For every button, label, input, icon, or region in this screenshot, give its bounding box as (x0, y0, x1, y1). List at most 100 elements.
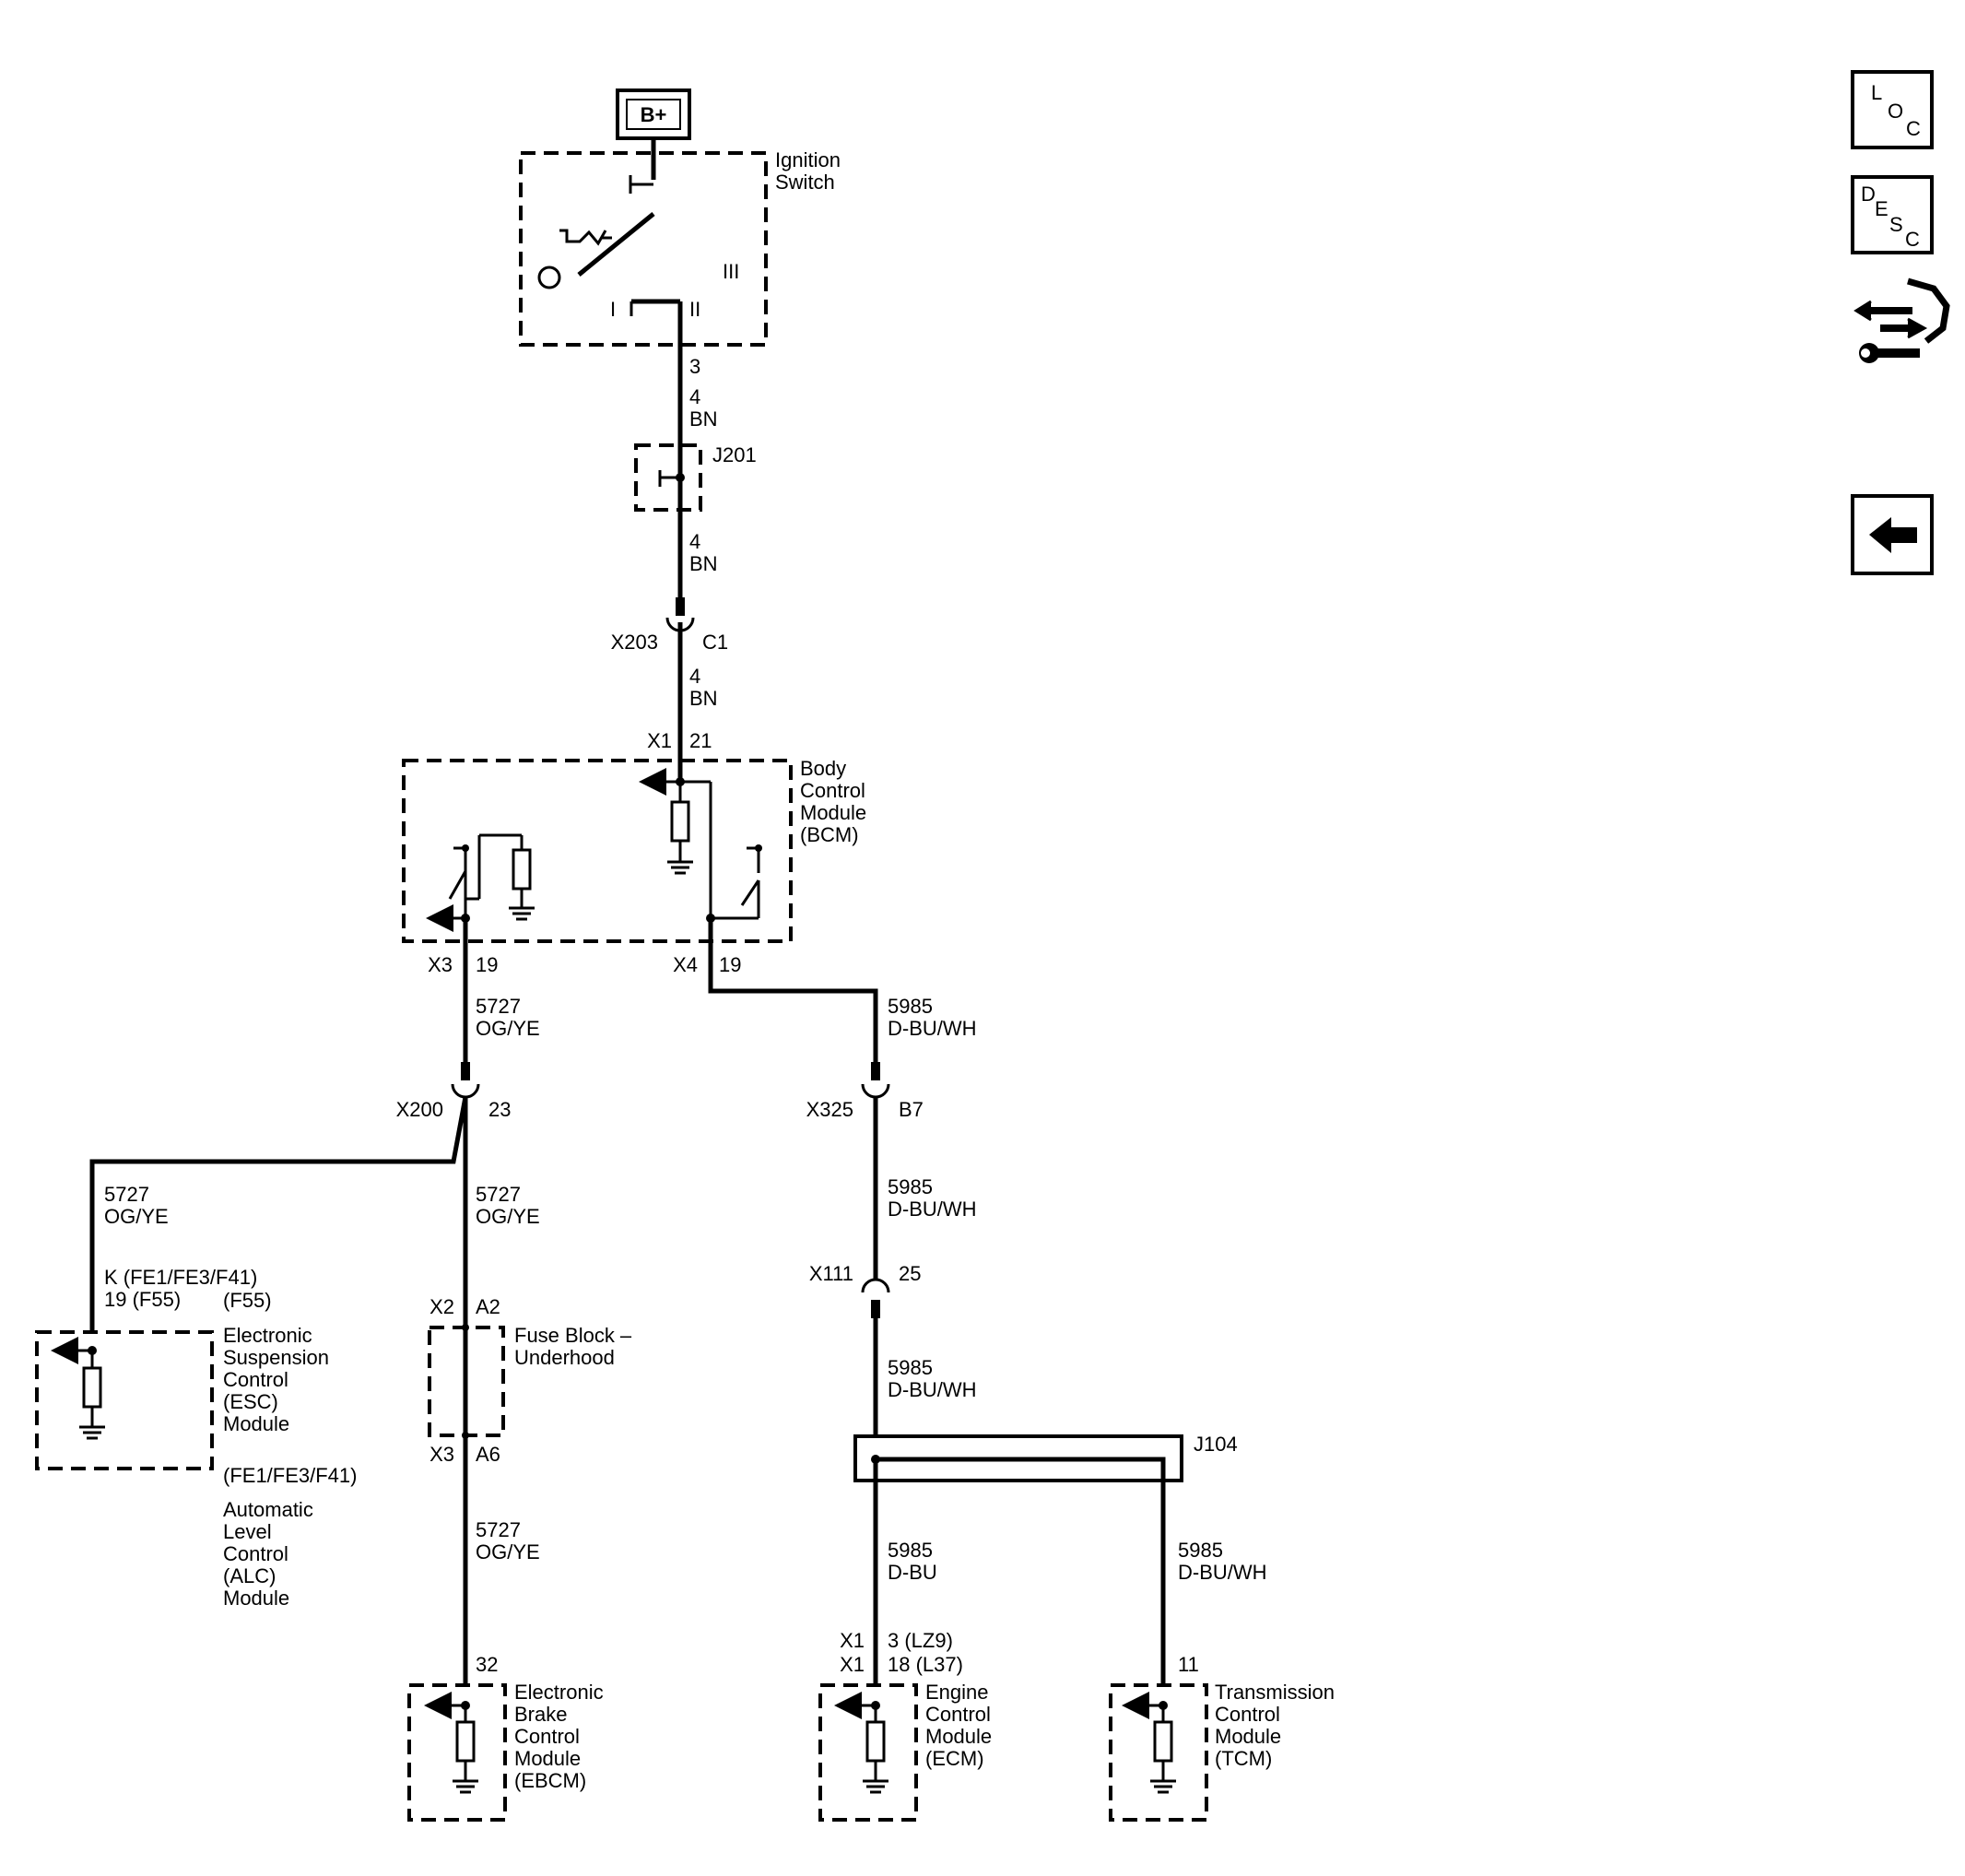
svg-text:4: 4 (689, 385, 700, 408)
location-button[interactable]: L O C (1851, 70, 1934, 149)
description-button[interactable]: D E S C (1851, 175, 1934, 254)
connector-x111: X111 25 (809, 1262, 921, 1318)
svg-text:D-BU/WH: D-BU/WH (888, 1017, 977, 1040)
svg-text:(EBCM): (EBCM) (514, 1769, 586, 1792)
wire-5727-to-fuse-block: 5727 OG/YE 5727 OG/YE (463, 1097, 540, 1685)
wire-5985-to-tcm: 5985 D-BU/WH (1178, 1539, 1267, 1584)
svg-text:Control: Control (925, 1703, 991, 1726)
body-control-module: X1 21 Body Control Module (BCM) (402, 729, 866, 976)
svg-text:18 (L37): 18 (L37) (888, 1653, 963, 1676)
svg-text:(BCM): (BCM) (800, 823, 859, 846)
wire-5985-d-bu-wh: 5985 D-BU/WH 5985 D-BU/WH 5985 D-BU/WH (708, 918, 977, 1459)
svg-text:19 (F55): 19 (F55) (104, 1288, 181, 1311)
svg-text:Engine: Engine (925, 1681, 989, 1704)
svg-text:D-BU/WH: D-BU/WH (1178, 1561, 1267, 1584)
svg-text:Module: Module (800, 801, 866, 824)
svg-text:B+: B+ (641, 103, 667, 126)
svg-text:Control: Control (800, 779, 865, 802)
svg-text:D-BU/WH: D-BU/WH (888, 1378, 977, 1401)
svg-text:C: C (1906, 117, 1921, 140)
svg-text:(FE1/FE3/F41): (FE1/FE3/F41) (223, 1464, 357, 1487)
svg-text:BN: BN (689, 407, 718, 431)
svg-text:X3: X3 (429, 1443, 454, 1466)
wire-4-bn: 4 BN 4 BN 4 BN (677, 345, 718, 779)
svg-text:Level: Level (223, 1520, 272, 1543)
svg-text:X1: X1 (647, 729, 672, 752)
svg-text:3 (LZ9): 3 (LZ9) (888, 1629, 953, 1652)
svg-text:Module: Module (925, 1725, 992, 1748)
esc-module: K (FE1/FE3/F41) 19 (F55) (F55) Electroni… (35, 1266, 357, 1610)
svg-text:X1: X1 (840, 1629, 865, 1652)
svg-text:4: 4 (689, 665, 700, 688)
svg-text:Control: Control (223, 1368, 288, 1391)
svg-text:OG/YE: OG/YE (476, 1205, 540, 1228)
svg-text:Fuse Block –: Fuse Block – (514, 1324, 632, 1347)
svg-text:BN: BN (689, 552, 718, 575)
svg-text:5727: 5727 (104, 1183, 149, 1206)
ecm-module: X1 3 (LZ9) X1 18 (L37) Engine Control Mo… (818, 1629, 992, 1822)
svg-text:5727: 5727 (476, 1183, 521, 1206)
wire-5727-to-esc: 5727 OG/YE (89, 1096, 468, 1332)
svg-text:Brake: Brake (514, 1703, 567, 1726)
left-arrow-icon (1869, 517, 1917, 553)
svg-text:X325: X325 (806, 1098, 853, 1121)
svg-text:Module: Module (514, 1747, 581, 1770)
svg-text:K (FE1/FE3/F41): K (FE1/FE3/F41) (104, 1266, 257, 1289)
svg-text:Automatic: Automatic (223, 1498, 313, 1521)
svg-text:OG/YE: OG/YE (476, 1540, 540, 1563)
connector-x200: X200 23 (396, 1062, 511, 1121)
ignition-output-pin: 3 (689, 355, 700, 378)
svg-text:Electronic: Electronic (223, 1324, 312, 1347)
svg-text:E: E (1875, 197, 1889, 220)
svg-text:11: 11 (1178, 1653, 1199, 1676)
svg-text:32: 32 (476, 1653, 498, 1676)
svg-text:Module: Module (223, 1587, 289, 1610)
svg-text:X4: X4 (673, 953, 698, 976)
svg-text:Suspension: Suspension (223, 1346, 329, 1369)
svg-text:X1: X1 (840, 1653, 865, 1676)
svg-text:II: II (689, 298, 700, 321)
svg-text:Module: Module (1215, 1725, 1281, 1748)
svg-text:Body: Body (800, 757, 846, 780)
svg-text:21: 21 (689, 729, 712, 752)
svg-text:Electronic: Electronic (514, 1681, 604, 1704)
svg-text:D: D (1861, 183, 1876, 206)
svg-text:5985: 5985 (888, 1539, 933, 1562)
svg-text:5985: 5985 (888, 1175, 933, 1198)
fuse-block-underhood: X2 A2 X3 A6 Fuse Block – Underhood (428, 1295, 632, 1466)
svg-text:Underhood: Underhood (514, 1346, 615, 1369)
svg-text:X200: X200 (396, 1098, 443, 1121)
wire-5985-to-ecm: 5985 D-BU (873, 1459, 937, 1685)
svg-text:OG/YE: OG/YE (476, 1017, 540, 1040)
wire-5727-og-ye: 5727 OG/YE (463, 918, 540, 1074)
ignition-switch-label-2: Switch (775, 171, 835, 194)
connector-end-view-icon[interactable] (1853, 277, 1950, 363)
svg-text:Module: Module (223, 1412, 289, 1435)
svg-text:4: 4 (689, 530, 700, 553)
svg-text:BN: BN (689, 687, 718, 710)
svg-text:X3: X3 (428, 953, 453, 976)
connector-x325: X325 B7 (806, 1062, 924, 1121)
svg-text:25: 25 (899, 1262, 921, 1285)
splice-j201: J201 (634, 443, 757, 512)
svg-text:D-BU/WH: D-BU/WH (888, 1198, 977, 1221)
back-button[interactable] (1851, 494, 1934, 575)
svg-text:C1: C1 (702, 631, 728, 654)
svg-text:Control: Control (1215, 1703, 1280, 1726)
svg-text:Control: Control (223, 1542, 288, 1565)
svg-text:(F55): (F55) (223, 1289, 272, 1312)
svg-text:23: 23 (488, 1098, 511, 1121)
svg-text:19: 19 (719, 953, 741, 976)
svg-text:Control: Control (514, 1725, 580, 1748)
svg-text:X203: X203 (611, 631, 658, 654)
splice-j104: J104 (853, 1433, 1238, 1685)
svg-text:B7: B7 (899, 1098, 924, 1121)
svg-text:S: S (1889, 213, 1903, 236)
svg-text:(ESC): (ESC) (223, 1390, 278, 1413)
svg-text:L: L (1871, 81, 1882, 104)
ignition-switch: I II III Ignition Switch 3 (519, 138, 841, 383)
svg-text:(ECM): (ECM) (925, 1747, 984, 1770)
battery-positive-source: B+ (616, 88, 691, 140)
tcm-module: 11 Transmission Control Module (TCM) (1109, 1653, 1335, 1822)
svg-text:5727: 5727 (476, 995, 521, 1018)
